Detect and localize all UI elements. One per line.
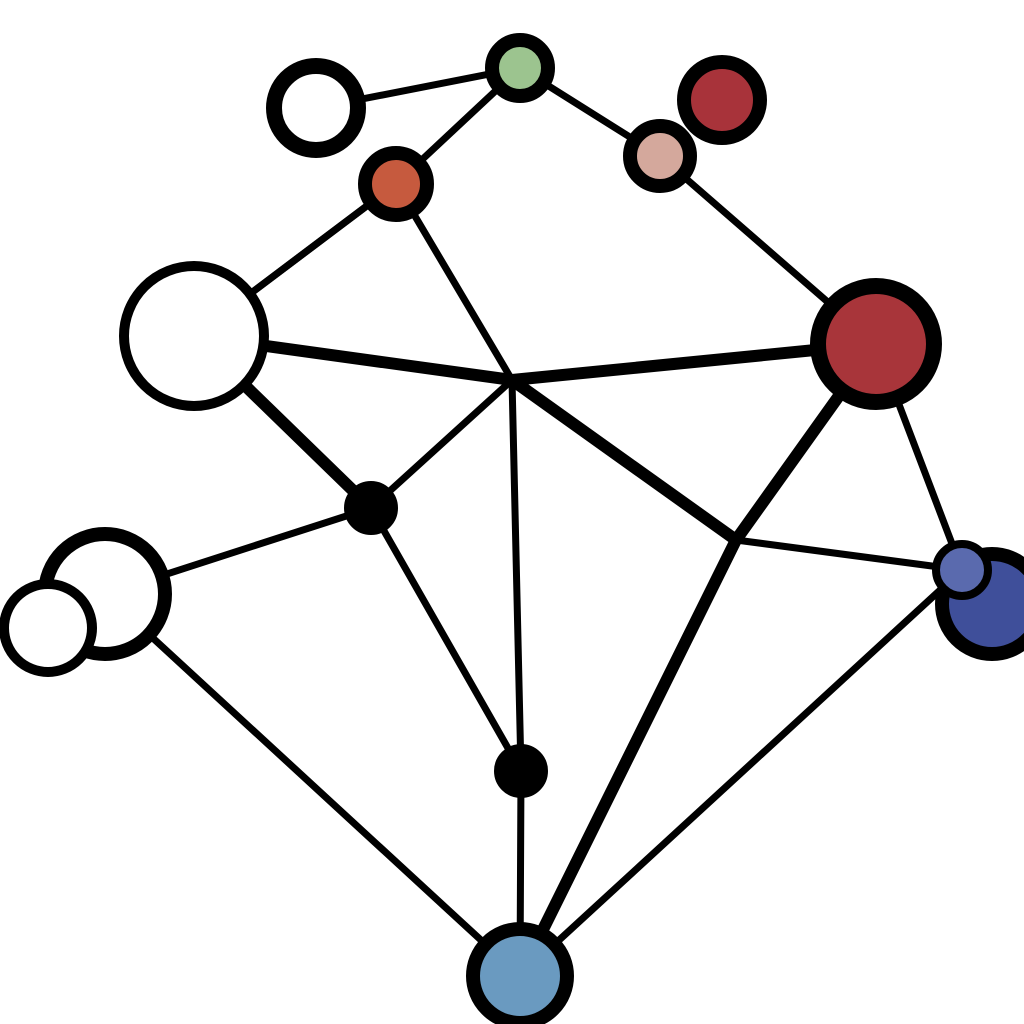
edge-n8-hub bbox=[367, 376, 516, 512]
node-layer bbox=[0, 33, 1024, 1024]
node-n2 bbox=[485, 33, 555, 103]
edge-n13-n14 bbox=[516, 566, 966, 980]
edge-hub-j1 bbox=[506, 374, 742, 546]
node-n4 bbox=[623, 119, 697, 193]
node-n6 bbox=[119, 261, 269, 411]
edge-n10-n14 bbox=[101, 590, 524, 980]
node-n9 bbox=[494, 744, 548, 798]
node-n8 bbox=[344, 481, 398, 535]
node-n1 bbox=[266, 58, 366, 158]
node-n14 bbox=[466, 922, 574, 1024]
node-n3 bbox=[677, 55, 767, 145]
edge-j1-n13 bbox=[732, 536, 966, 574]
node-n13 bbox=[932, 540, 992, 600]
edge-n8-n9 bbox=[367, 504, 525, 775]
node-n7 bbox=[810, 278, 942, 410]
node-n11 bbox=[0, 579, 97, 677]
edge-layer bbox=[101, 64, 966, 982]
node-n5 bbox=[358, 146, 434, 222]
edge-hub-n9 bbox=[508, 376, 525, 775]
edge-j1-n14 bbox=[514, 534, 742, 982]
